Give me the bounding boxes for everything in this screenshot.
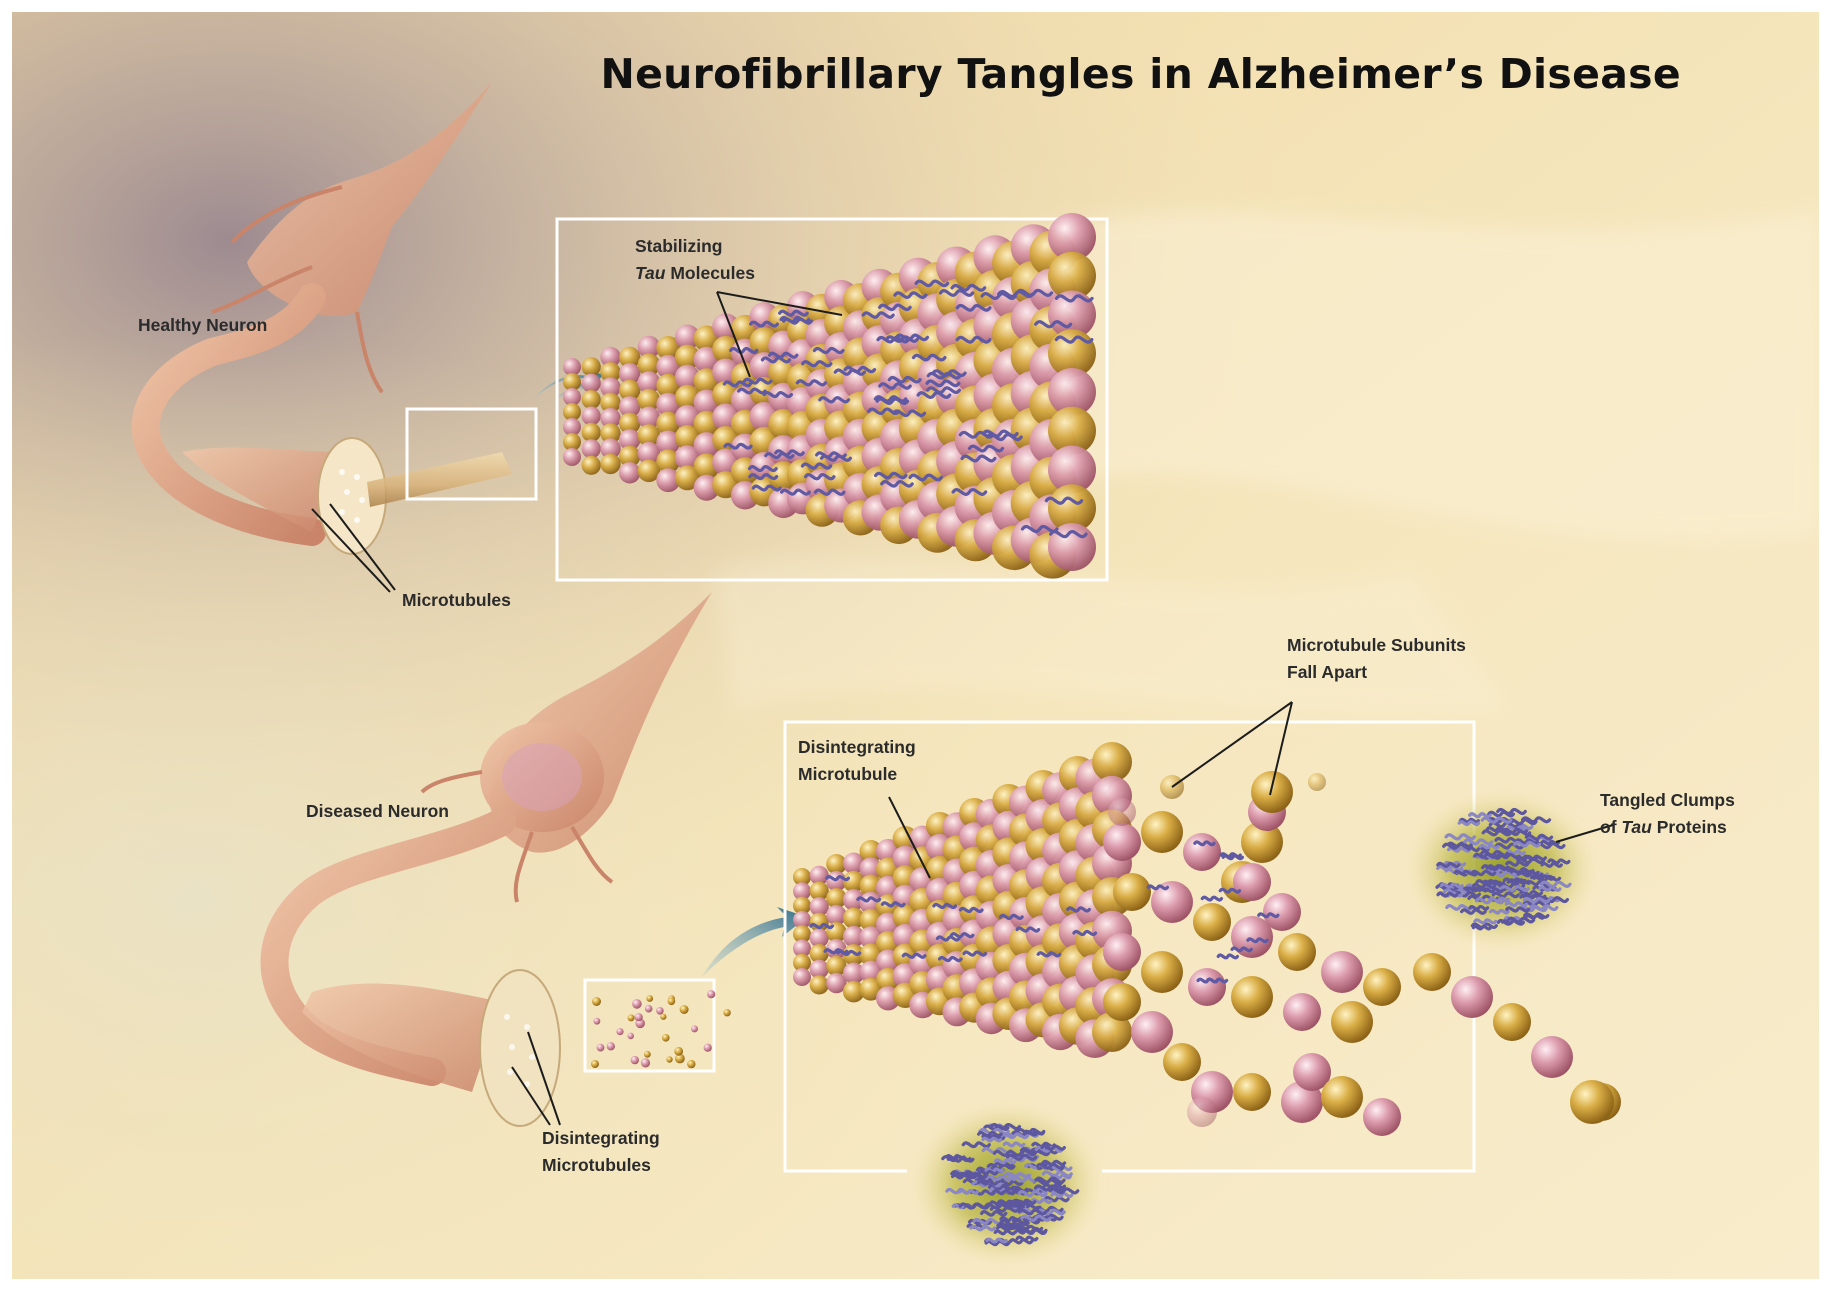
gold-subunit-bead [1331,1001,1373,1043]
pink-subunit-bead [594,1018,601,1025]
gold-subunit-bead [1493,1003,1531,1041]
disintegrating-microtubules-line2: Microtubules [542,1152,660,1179]
gold-subunit-bead [668,998,676,1006]
pink-subunit-bead [619,462,640,483]
pink-subunit-bead [1283,993,1321,1031]
gold-subunit-bead [1321,1076,1363,1118]
pink-subunit-bead [704,1044,712,1052]
pink-subunit-bead [607,1042,615,1050]
gold-subunit-bead [1363,968,1401,1006]
gold-subunit-bead [662,1034,670,1042]
gold-subunit-bead [1103,983,1141,1021]
gold-subunit-bead [1570,1080,1614,1124]
pink-subunit-bead [1103,823,1141,861]
gold-subunit-bead [810,975,829,994]
subunits-line1: Microtubule Subunits [1287,632,1466,659]
pink-subunit-bead [582,374,601,393]
pink-subunit-bead [793,968,811,986]
pink-subunit-bead [1321,951,1363,993]
gold-subunit-bead [646,995,653,1002]
gold-subunit-bead [582,456,601,475]
pink-subunit-bead [632,999,642,1009]
gold-subunit-bead [592,997,601,1006]
pink-subunit-bead [627,1033,634,1040]
of-text: of [1600,817,1621,837]
gold-subunit-bead [1231,976,1273,1018]
pink-subunit-bead [1233,863,1271,901]
gold-subunit-bead [723,1009,730,1016]
tau-italic: Tau [635,263,665,283]
tangled-line2: of Tau Proteins [1600,814,1735,841]
healthy-neuron-label: Healthy Neuron [138,312,267,339]
subunits-line2: Fall Apart [1287,659,1466,686]
pink-subunit-bead [1231,916,1273,958]
disintegrating-microtubules-label: Disintegrating Microtubules [542,1125,660,1179]
pink-subunit-bead [1188,968,1226,1006]
pink-subunit-bead [1363,1098,1401,1136]
pink-subunit-bead [641,1058,650,1067]
pink-subunit-bead [1531,1036,1573,1078]
pink-subunit-bead [597,1044,605,1052]
diseased-neuron-label: Diseased Neuron [306,798,449,825]
gold-subunit-bead [687,1060,695,1068]
stabilizing-tau-label-line1: Stabilizing [635,233,755,260]
subunits-fall-apart-label: Microtubule Subunits Fall Apart [1287,632,1466,686]
pink-subunit-bead [1183,833,1221,871]
pink-subunit-bead [656,1007,664,1015]
pink-subunit-bead [1131,1011,1173,1053]
pink-subunit-bead [1451,976,1493,1018]
disintegrating-microtubules-line1: Disintegrating [542,1125,660,1152]
pink-subunit-bead [1103,933,1141,971]
disintegrating-microtubule-label: Disintegrating Microtubule [798,734,916,788]
molecules-text: Molecules [665,263,754,283]
gold-subunit-bead [1413,953,1451,991]
pink-subunit-bead [635,1013,643,1021]
pink-subunit-bead [1108,798,1136,826]
gold-subunit-bead [644,1051,651,1058]
pink-subunit-bead [645,1005,653,1013]
gold-subunit-bead [582,357,601,376]
page-title: Neurofibrillary Tangles in Alzheimer’s D… [12,50,1819,98]
gold-subunit-bead [628,1014,635,1021]
gold-subunit-bead [660,1014,666,1020]
pink-subunit-bead [1187,1097,1217,1127]
gold-subunit-bead [582,390,601,409]
gold-subunit-bead [1278,933,1316,971]
proteins-text: Proteins [1652,817,1727,837]
gold-subunit-bead [1141,811,1183,853]
pink-subunit-bead [707,990,715,998]
pink-subunit-bead [582,406,601,425]
gold-subunit-bead [582,423,601,442]
gold-subunit-bead [1233,1073,1271,1111]
stabilizing-tau-label: Stabilizing Tau Molecules [635,233,755,287]
gold-subunit-bead [666,1056,672,1062]
gold-subunit-bead [1141,951,1183,993]
disintegrating-microtubule-line2: Microtubule [798,761,916,788]
pink-subunit-bead [691,1025,698,1032]
gold-subunit-bead [1113,873,1151,911]
microtubules-label: Microtubules [402,587,511,614]
pink-subunit-bead [631,1056,639,1064]
pink-subunit-bead [616,1028,623,1035]
gold-subunit-bead [1308,773,1326,791]
gold-subunit-bead [1251,771,1293,813]
stabilizing-tau-label-line2: Tau Molecules [635,260,755,287]
pink-subunit-bead [563,448,581,466]
illustration-artwork [12,12,1819,1279]
pink-subunit-bead [582,439,601,458]
illustration-canvas: Neurofibrillary Tangles in Alzheimer’s D… [12,12,1819,1279]
gold-subunit-bead [1193,903,1231,941]
gold-subunit-bead [680,1005,689,1014]
tau-italic: Tau [1621,817,1651,837]
disintegrating-microtubule-line1: Disintegrating [798,734,916,761]
tangled-line1: Tangled Clumps [1600,787,1735,814]
gold-subunit-bead [1163,1043,1201,1081]
gold-subunit-bead [600,454,620,474]
tangled-clumps-label: Tangled Clumps of Tau Proteins [1600,787,1735,841]
gold-subunit-bead [674,1047,683,1056]
gold-subunit-bead [591,1060,599,1068]
